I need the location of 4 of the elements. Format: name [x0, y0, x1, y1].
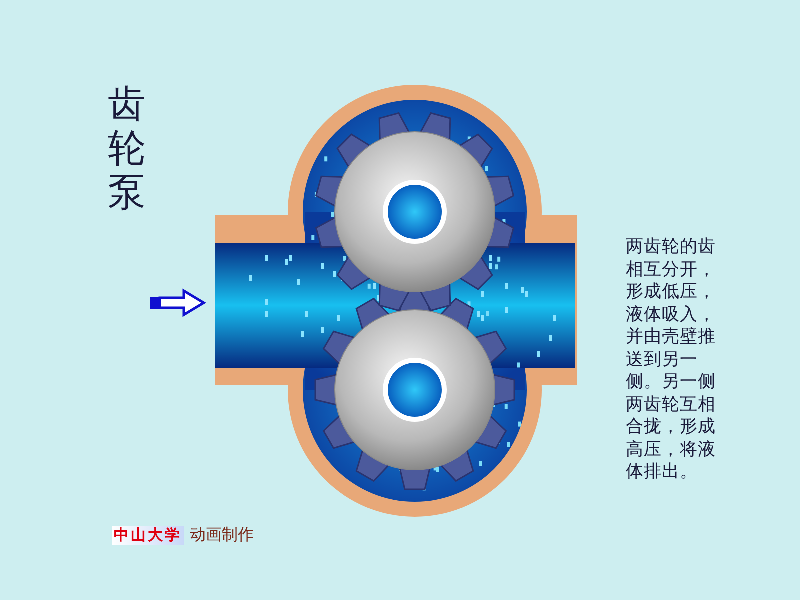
title: 齿轮泵 [108, 82, 147, 214]
credit-text: 动画制作 [190, 525, 254, 546]
description-text: 两齿轮的齿相互分开，形成低压，液体吸入，并由壳壁推送到另一侧。另一侧两齿轮互相合拢，形成高压，将液体排出。 [626, 236, 717, 484]
university-name: 中山大学 [112, 526, 184, 545]
